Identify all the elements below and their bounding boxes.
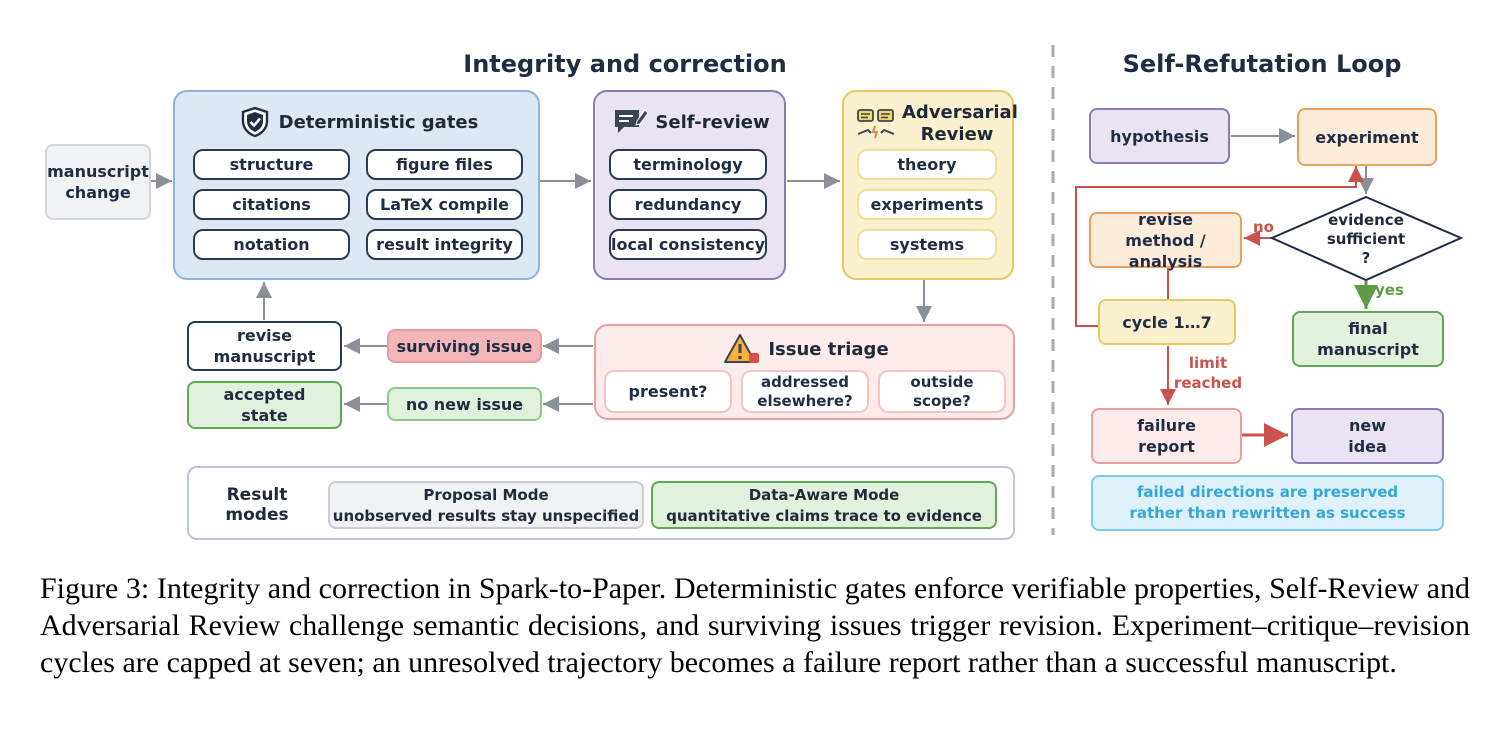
- gate-chip-notation: notation: [193, 229, 350, 260]
- yes-label: yes: [1375, 281, 1404, 299]
- proposal-mode-title: Proposal Mode: [423, 486, 549, 504]
- surviving-issue-node: surviving issue: [387, 329, 542, 363]
- adversarial-chip-systems: systems: [857, 229, 997, 260]
- arrow-cycle-to-experiment: [1075, 166, 1364, 327]
- review-chip-local-consistency: local consistency: [609, 229, 767, 260]
- triage-title: Issue triage: [768, 338, 889, 360]
- revise-manuscript-node: revise manuscript: [187, 321, 342, 371]
- new-idea-node: new idea: [1291, 408, 1444, 464]
- adversarial-title-line2: Review: [920, 124, 994, 145]
- limit-reached-label: limit reached: [1173, 354, 1243, 392]
- gates-title: Deterministic gates: [278, 111, 479, 133]
- shield-check-icon: [241, 106, 268, 138]
- triage-chip-outside-scope: outside scope?: [878, 370, 1006, 413]
- left-panel-title: Integrity and correction: [463, 50, 787, 78]
- gate-chip-citations: citations: [193, 189, 350, 220]
- adversarial-title: Adversarial Review: [902, 102, 1018, 146]
- review-chip-terminology: terminology: [609, 149, 767, 180]
- accepted-state-node: accepted state: [187, 381, 342, 429]
- triage-chip-addressed-elsewhere: addressed elsewhere?: [741, 370, 869, 413]
- triage-header: Issue triage: [596, 332, 1017, 366]
- result-modes-label: Result modes: [225, 485, 289, 525]
- self-review-header: Self-review: [595, 106, 788, 138]
- proposal-mode-desc: unobserved results stay unspecified: [332, 507, 640, 525]
- warning-icon: [724, 334, 760, 363]
- no-label: no: [1253, 218, 1274, 236]
- adversarial-chip-theory: theory: [857, 149, 997, 180]
- evidence-sufficient-label: evidence sufficient ?: [1326, 210, 1406, 267]
- review-chip-redundancy: redundancy: [609, 189, 767, 220]
- final-manuscript-node: final manuscript: [1292, 311, 1444, 367]
- manuscript-change-node: manuscript change: [45, 144, 151, 220]
- adversarial-chip-experiments: experiments: [857, 189, 997, 220]
- failure-report-node: failure report: [1091, 408, 1242, 464]
- debate-icon: [857, 109, 895, 139]
- data-aware-mode-box: Data-Aware Mode quantitative claims trac…: [651, 481, 997, 529]
- proposal-mode-box: Proposal Mode unobserved results stay un…: [328, 481, 644, 529]
- revise-method-node: revise method / analysis: [1089, 210, 1242, 271]
- gate-chip-structure: structure: [193, 149, 350, 180]
- triage-chip-present: present?: [604, 370, 732, 413]
- evidence-diamond: [1269, 195, 1464, 282]
- gate-chip-figure-files: figure files: [366, 149, 523, 180]
- data-aware-mode-title: Data-Aware Mode: [748, 486, 900, 504]
- self-review-title: Self-review: [655, 111, 770, 133]
- gate-chip-result-integrity: result integrity: [366, 229, 523, 260]
- gates-header: Deterministic gates: [175, 106, 542, 138]
- no-new-issue-node: no new issue: [387, 387, 542, 421]
- experiment-node: experiment: [1297, 108, 1437, 166]
- review-chat-icon: [615, 109, 650, 133]
- failed-directions-note: failed directions are preserved rather t…: [1091, 475, 1444, 531]
- adversarial-title-line1: Adversarial: [902, 102, 1018, 123]
- right-panel-title: Self-Refutation Loop: [1122, 50, 1402, 78]
- data-aware-mode-desc: quantitative claims trace to evidence: [666, 507, 982, 525]
- figure-caption: Figure 3: Integrity and correction in Sp…: [40, 572, 1470, 679]
- gate-chip-latex-compile: LaTeX compile: [366, 189, 523, 220]
- hypothesis-node: hypothesis: [1089, 108, 1230, 164]
- cycle-node: cycle 1…7: [1098, 299, 1236, 345]
